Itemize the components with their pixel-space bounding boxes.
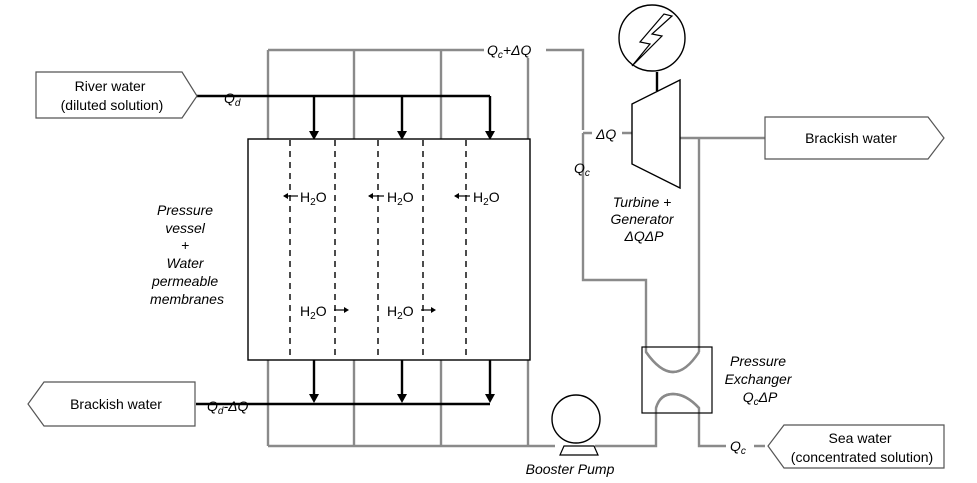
down-arrow (485, 131, 495, 140)
water-flux-right-1: H2O (300, 303, 349, 322)
water-flux-left-1: H2O (283, 189, 327, 208)
svg-text:H2O: H2O (387, 189, 414, 208)
label-backdrop (484, 38, 546, 58)
svg-text:H2O: H2O (300, 303, 327, 322)
turbine (631, 78, 681, 190)
brackish-water-left-tag (27, 381, 196, 427)
label-backdrop (592, 124, 622, 142)
flow-qc-plus-label: Qc+ΔQ (487, 42, 531, 61)
flow-qc-turbine-label: Qc (574, 160, 590, 179)
black-pipe-network (196, 94, 495, 406)
river-water-label: River water (diluted solution) (61, 78, 164, 113)
flow-qc-sea-label: Qc (730, 438, 746, 457)
lightning-bolt-icon (631, 13, 674, 67)
booster-pump-label: Booster Pump (526, 461, 615, 477)
down-arrow (309, 394, 319, 403)
brackish-water-right-tag (764, 116, 945, 160)
svg-text:H2O: H2O (473, 189, 500, 208)
booster-pump (551, 394, 601, 456)
down-arrow (485, 394, 495, 403)
exchanger-label: Pressure Exchanger QcΔP (725, 353, 796, 408)
down-arrow (397, 394, 407, 403)
down-arrow (309, 131, 319, 140)
membranes (289, 140, 467, 359)
river-water-tag (35, 71, 198, 119)
svg-text:H2O: H2O (387, 303, 414, 322)
svg-text:H2O: H2O (300, 189, 327, 208)
sea-water-label: Sea water (concentrated solution) (791, 430, 933, 465)
flow-qd-minus-label: Qd-ΔQ (207, 398, 249, 417)
label-backdrop (726, 436, 754, 456)
water-flux-right-2: H2O (387, 303, 436, 322)
vessel-label: Pressure vessel + Water permeable membra… (150, 202, 224, 307)
brackish-water-right-label: Brackish water (805, 130, 897, 146)
turbine-label: Turbine + Generator ΔQΔP (611, 194, 678, 244)
pressure-vessel (247, 138, 531, 361)
generator (618, 4, 686, 91)
flow-qd-label: Qd (224, 90, 241, 109)
water-flux-left-3: H2O (454, 189, 500, 208)
pressure-exchanger (641, 346, 713, 414)
sea-water-tag (767, 424, 945, 469)
brackish-water-left-label: Brackish water (70, 396, 162, 412)
flow-delta-q-label: ΔQ (595, 126, 616, 142)
water-flux-left-2: H2O (368, 189, 414, 208)
down-arrow (397, 131, 407, 140)
